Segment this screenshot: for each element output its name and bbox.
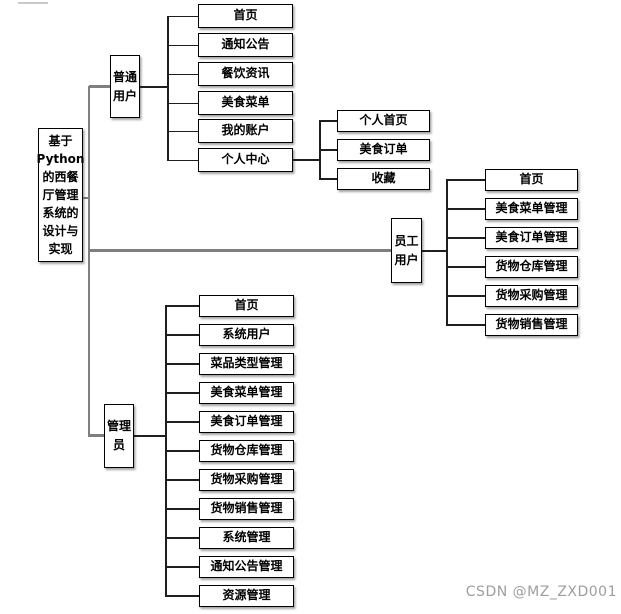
- admin-exit-line: [134, 435, 165, 437]
- connector-stub: [446, 237, 485, 239]
- trunk-to-common-user-line: [89, 85, 110, 88]
- trunk-vertical-line: [88, 86, 90, 437]
- node-food-order-mgmt: 美食订单管理: [485, 227, 578, 249]
- node-admin-home: 首页: [199, 295, 294, 317]
- node-admin-purchase-mgmt: 货物采购管理: [199, 469, 294, 491]
- connector-stub: [165, 450, 199, 452]
- connector-stub: [165, 392, 199, 394]
- connector-stub: [165, 537, 199, 539]
- connector-stub: [165, 363, 199, 365]
- node-my-account: 我的账户: [198, 119, 293, 143]
- node-notice-mgmt: 通知公告管理: [199, 556, 294, 578]
- connector-stub: [319, 120, 337, 122]
- node-notice-announcement: 通知公告: [198, 33, 293, 57]
- connector-stub: [167, 15, 198, 17]
- node-admin-food-order-mgmt: 美食订单管理: [199, 411, 294, 433]
- admin-node: 管理 员: [104, 404, 134, 468]
- connector-stub: [165, 595, 199, 597]
- node-food-order: 美食订单: [337, 139, 430, 161]
- staff-user-node: 员工 用户: [391, 218, 422, 283]
- node-purchase-mgmt: 货物采购管理: [485, 285, 578, 307]
- node-dish-type-mgmt: 菜品类型管理: [199, 353, 294, 375]
- node-personal-center: 个人中心: [198, 148, 293, 172]
- node-food-menu: 美食菜单: [198, 91, 293, 115]
- node-staff-home: 首页: [485, 169, 578, 191]
- trunk-to-staff-user-line: [89, 249, 391, 252]
- root-connector-line: [82, 197, 90, 199]
- node-food-menu-mgmt: 美食菜单管理: [485, 198, 578, 220]
- node-home: 首页: [198, 4, 293, 28]
- staff-user-exit-line: [422, 249, 446, 252]
- node-sales-mgmt: 货物销售管理: [485, 314, 578, 336]
- node-admin-sales-mgmt: 货物销售管理: [199, 498, 294, 520]
- node-resource-mgmt: 资源管理: [199, 585, 294, 607]
- common-user-exit-line: [140, 85, 167, 88]
- connector-stub: [446, 295, 485, 297]
- connector-stub: [167, 44, 198, 46]
- node-catering-info: 餐饮资讯: [198, 62, 293, 86]
- connector-stub: [167, 73, 198, 75]
- node-personal-home: 个人首页: [337, 110, 430, 132]
- connector-stub: [165, 421, 199, 423]
- node-system-mgmt: 系统管理: [199, 527, 294, 549]
- connector-stub: [165, 508, 199, 510]
- common-user-node: 普通 用户: [110, 55, 140, 118]
- connector-stub: [165, 305, 199, 307]
- connector-stub: [167, 130, 198, 132]
- connector-stub: [319, 178, 337, 180]
- node-admin-food-menu-mgmt: 美食菜单管理: [199, 382, 294, 404]
- connector-stub: [165, 566, 199, 568]
- crop-artifact-line: [18, 2, 48, 4]
- staff-user-children-vertical-line: [446, 179, 448, 325]
- node-system-users: 系统用户: [199, 324, 294, 346]
- connector-stub: [165, 334, 199, 336]
- connector-stub: [446, 208, 485, 210]
- common-user-children-vertical-line: [167, 16, 169, 161]
- node-favorites: 收藏: [337, 168, 430, 190]
- trunk-to-admin-line: [89, 434, 104, 437]
- node-warehouse-mgmt: 货物仓库管理: [485, 256, 578, 278]
- connector-stub: [319, 149, 337, 151]
- connector-stub: [165, 479, 199, 481]
- personal-center-exit-line: [293, 159, 319, 161]
- connector-stub: [167, 159, 198, 161]
- node-admin-warehouse-mgmt: 货物仓库管理: [199, 440, 294, 462]
- connector-stub: [446, 266, 485, 268]
- connector-stub: [446, 324, 485, 326]
- connector-stub: [167, 102, 198, 104]
- csdn-watermark: CSDN @MZ_ZXD001: [465, 584, 617, 600]
- connector-stub: [446, 179, 485, 181]
- root-node: 基于 Python 的西餐 厅管理 系统的 设计与 实现: [37, 128, 84, 262]
